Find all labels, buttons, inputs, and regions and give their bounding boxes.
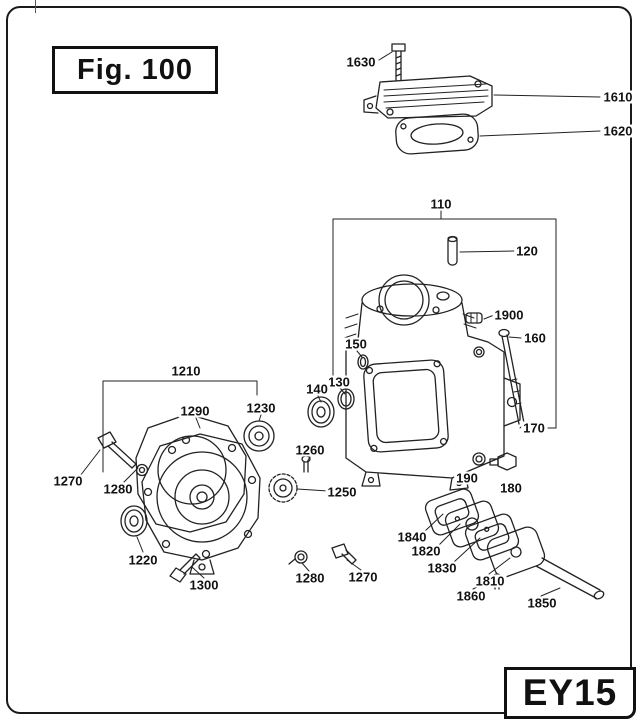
cylinder-block-110-drawing	[344, 275, 520, 490]
page-border	[6, 6, 632, 714]
washer-1280-drain-drawing	[289, 551, 307, 564]
leader-lines	[80, 52, 600, 596]
washer-190-drawing	[473, 453, 485, 465]
cover-gasket-1290-drawing	[136, 414, 246, 532]
crankcase-cover-drawing	[142, 434, 260, 574]
plug-180-drawing	[490, 453, 516, 470]
ring-130-drawing	[338, 389, 354, 409]
o-ring-150-drawing	[358, 355, 368, 369]
head-gasket-1620-drawing	[395, 113, 479, 155]
bolt-1270-left-drawing	[98, 432, 136, 468]
stud-160-drawing	[499, 330, 524, 425]
breather-gasket-1830-drawing	[463, 512, 520, 562]
model-code: EY15	[522, 672, 618, 713]
oil-seal-1220-drawing	[121, 506, 147, 536]
fitting-1900-drawing	[466, 313, 482, 323]
washer-1280-left-drawing	[137, 465, 148, 476]
figure-title: Fig. 100	[77, 53, 193, 86]
breather-cover-1810-drawing	[485, 524, 548, 579]
breather-tube-1850-drawing	[536, 558, 605, 600]
gear-1250-drawing	[269, 474, 297, 502]
model-code-box: EY15	[504, 667, 636, 719]
registration-mark	[35, 0, 36, 13]
bearing-140-drawing	[308, 397, 334, 427]
cylinder-head-1610-drawing	[364, 76, 492, 118]
bolt-1300-drawing	[170, 554, 200, 582]
bearing-1230-drawing	[244, 421, 274, 451]
bolt-1270-drain-drawing	[332, 544, 356, 564]
figure-title-box: Fig. 100	[52, 46, 218, 94]
breather-plate-1820-drawing	[443, 499, 500, 549]
pin-120-drawing	[448, 237, 457, 266]
bolt-1630-drawing	[392, 44, 405, 80]
